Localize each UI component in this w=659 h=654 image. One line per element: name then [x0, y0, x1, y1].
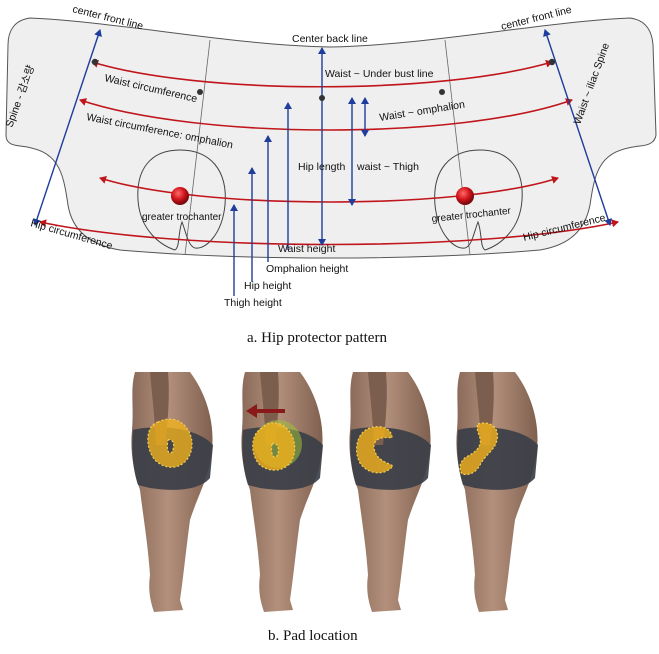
- move-arrow-head: [246, 404, 257, 418]
- waist-omphalion-line: [79, 98, 573, 131]
- trochanter-marker-right: [456, 187, 474, 205]
- label-hip-length: Hip length: [298, 161, 345, 173]
- shorts-4: [457, 427, 538, 490]
- blue-measure-lines: [33, 29, 612, 296]
- seam-right: [444, 39, 471, 256]
- label-omphalion-height: Omphalion height: [266, 263, 348, 275]
- pad-3: [356, 426, 394, 474]
- label-greater-troch-left: greater trochanter: [142, 212, 222, 223]
- front-line-right: [543, 29, 612, 226]
- pad-2: [252, 422, 296, 471]
- body-figure-2: [241, 372, 323, 612]
- hip-protector-pattern: center front line center front line Cent…: [4, 3, 657, 309]
- landmark-dots: [91, 58, 556, 101]
- pad-4: [459, 422, 499, 476]
- pattern-outline: [5, 17, 657, 259]
- dot-front-right: [548, 58, 556, 66]
- body-4: [456, 372, 538, 612]
- hip-line-upper: [99, 176, 559, 203]
- label-waist-thigh: waist ~ Thigh: [356, 161, 419, 173]
- dot-front-left: [91, 58, 99, 66]
- label-center-back: Center back line: [292, 33, 368, 45]
- label-thigh-height: Thigh height: [224, 297, 282, 309]
- body-figure-3: [349, 372, 431, 612]
- body-figure-4: [456, 372, 538, 612]
- body-3: [349, 372, 431, 612]
- body-1: [131, 372, 213, 612]
- dot-waist-right: [439, 89, 445, 95]
- arm-3: [368, 372, 387, 445]
- dot-waist-center: [319, 95, 325, 101]
- dot-waist-left: [197, 89, 203, 95]
- caption-pattern: a. Hip protector pattern: [247, 330, 387, 346]
- label-waist-height: Waist height: [278, 243, 335, 255]
- body-figure-1: [131, 372, 213, 612]
- seam-left: [184, 39, 211, 256]
- pad-1: [147, 418, 193, 468]
- front-line-left: [33, 29, 102, 226]
- label-waist-underbust: Waist ~ Under bust line: [325, 68, 434, 80]
- pad-location-figures: [131, 372, 538, 612]
- label-hip-height: Hip height: [244, 280, 291, 292]
- hip-circ-line: [39, 219, 619, 246]
- trochanter-marker-left: [171, 187, 189, 205]
- caption-pads: b. Pad location: [268, 628, 358, 644]
